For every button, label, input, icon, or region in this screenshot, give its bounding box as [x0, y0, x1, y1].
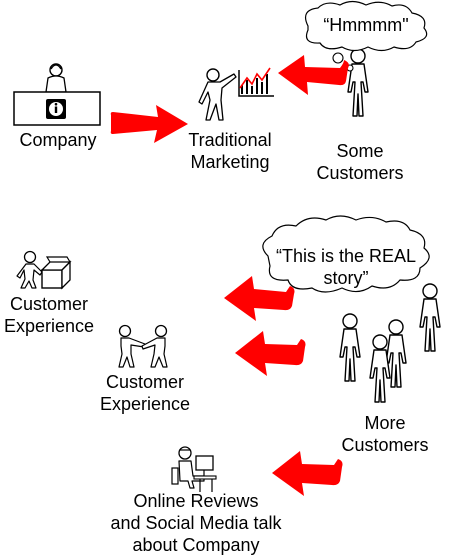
handshake-icon	[118, 324, 168, 368]
person-icon	[347, 48, 369, 117]
traditional-marketing-label: Traditional Marketing	[188, 130, 272, 172]
arrow-crowd-to-experience-1	[224, 276, 295, 321]
customer-experience-label-2: Customer Experience	[99, 372, 191, 414]
company-label: Company	[19, 130, 97, 150]
receptionist-desk-icon	[13, 63, 101, 126]
online-reviews-label: Online Reviews and Social Media talk abo…	[110, 491, 282, 555]
arrow-company-to-marketing	[110, 105, 188, 143]
customer-experience-label-1: Customer Experience	[3, 294, 95, 336]
real-story-thought-cloud	[262, 215, 430, 293]
more-customers-label: More Customers	[341, 413, 429, 455]
real-story-label: “This is the REAL story”	[275, 246, 417, 288]
hmmmm-label: “Hmmmm"	[323, 15, 409, 35]
hmmmm-thought-cloud	[305, 0, 428, 72]
person-box-icon	[16, 250, 72, 290]
arrow-customers-to-marketing	[278, 55, 349, 95]
some-customers-label: Some Customers	[316, 141, 404, 183]
presenter-chart-icon	[198, 67, 274, 121]
computer-user-icon	[171, 446, 217, 492]
customer-crowd-icon	[339, 283, 441, 403]
arrow-crowd-to-online	[272, 451, 343, 496]
arrow-crowd-to-experience-2	[235, 331, 306, 376]
